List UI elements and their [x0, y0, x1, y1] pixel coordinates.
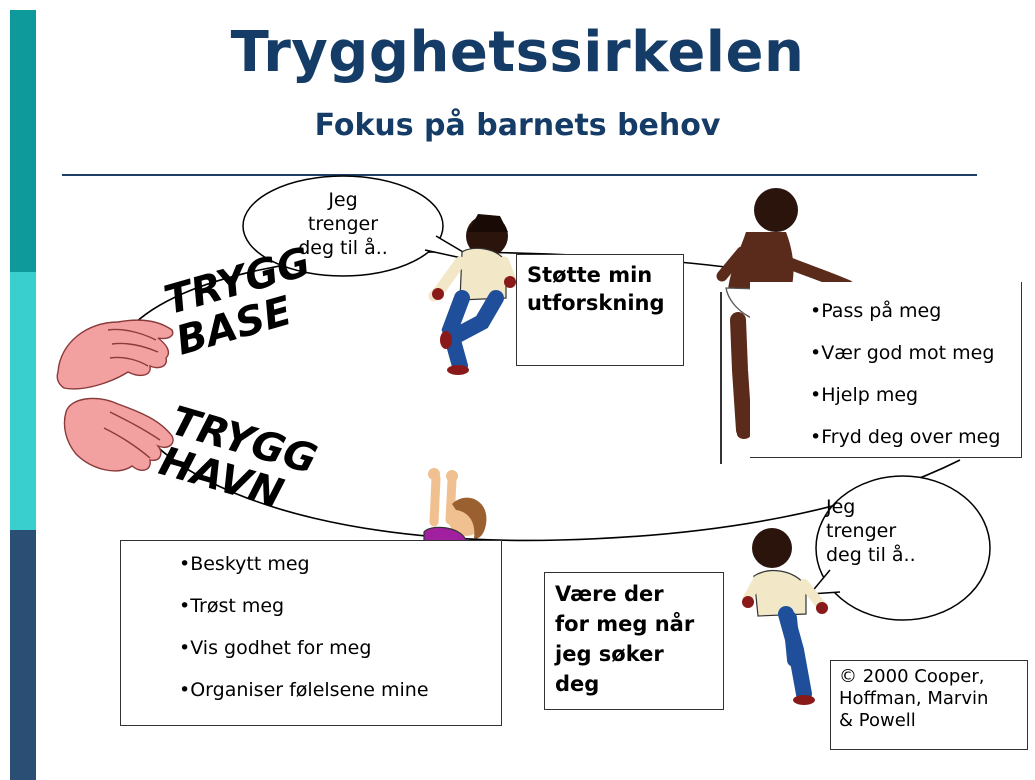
copyright-line: Hoffman, Marvin: [839, 688, 989, 709]
top-needs-list: •Pass på meg •Vær god mot meg •Hjelp meg…: [810, 290, 1000, 458]
top-needs-divider: [720, 292, 722, 464]
title-divider: [62, 174, 977, 176]
bottom-needs-box: •Beskytt meg •Trøst meg •Vis godhet for …: [120, 540, 502, 726]
copyright-box: © 2000 Cooper, Hoffman, Marvin & Powell: [830, 660, 1028, 750]
bubble-top-line: trenger: [307, 213, 379, 235]
support-exploration-box: Støtte min utforskning: [516, 254, 684, 366]
sidebar-segment-top: [10, 10, 36, 272]
bubble-bottom-line: deg til å..: [826, 544, 916, 566]
welcome-line: jeg søker: [555, 642, 664, 666]
bottom-needs-item: •Beskytt meg: [179, 553, 310, 575]
bottom-needs-item: •Trøst meg: [179, 595, 285, 617]
bottom-needs-list: •Beskytt meg •Trøst meg •Vis godhet for …: [179, 543, 429, 711]
top-needs-item: •Vær god mot meg: [810, 342, 995, 364]
copyright-line: & Powell: [839, 710, 916, 731]
support-line: utforskning: [527, 291, 665, 315]
bubble-top-line: Jeg: [328, 189, 358, 211]
speech-bubble-bottom-text: Jeg trenger deg til å..: [826, 495, 946, 567]
top-needs-box: •Pass på meg •Vær god mot meg •Hjelp meg…: [750, 282, 1022, 458]
sidebar-accent: [10, 10, 36, 780]
top-needs-item: •Hjelp meg: [810, 384, 919, 406]
copyright-line: © 2000 Cooper,: [839, 666, 985, 687]
welcome-box: Være der for meg når jeg søker deg: [544, 572, 724, 710]
slide-subtitle: Fokus på barnets behov: [314, 108, 721, 143]
speech-bubble-top-text: Jeg trenger deg til å..: [268, 188, 418, 260]
support-line: Støtte min: [527, 263, 653, 287]
toddler-walking-icon: [742, 528, 828, 705]
welcome-line: Være der: [555, 582, 664, 606]
top-needs-item: •Pass på meg: [810, 300, 942, 322]
bubble-top-line: deg til å..: [298, 237, 388, 259]
toddler-walking-icon: [428, 214, 516, 375]
top-needs-item: •Fryd deg over meg: [810, 426, 1001, 448]
slide-title: Trygghetssirkelen: [230, 20, 805, 85]
speech-bubble-bottom: [808, 475, 991, 621]
sidebar-segment-middle: [10, 272, 36, 530]
hands-icon: [56, 319, 174, 472]
welcome-line: deg: [555, 672, 600, 696]
bottom-needs-item: •Vis godhet for meg: [179, 637, 372, 659]
sidebar-segment-bottom: [10, 530, 36, 780]
bottom-needs-item: •Organiser følelsene mine: [179, 679, 429, 701]
bubble-bottom-line: Jeg: [826, 496, 856, 518]
bubble-bottom-line: trenger: [826, 520, 897, 542]
welcome-line: for meg når: [555, 612, 695, 636]
